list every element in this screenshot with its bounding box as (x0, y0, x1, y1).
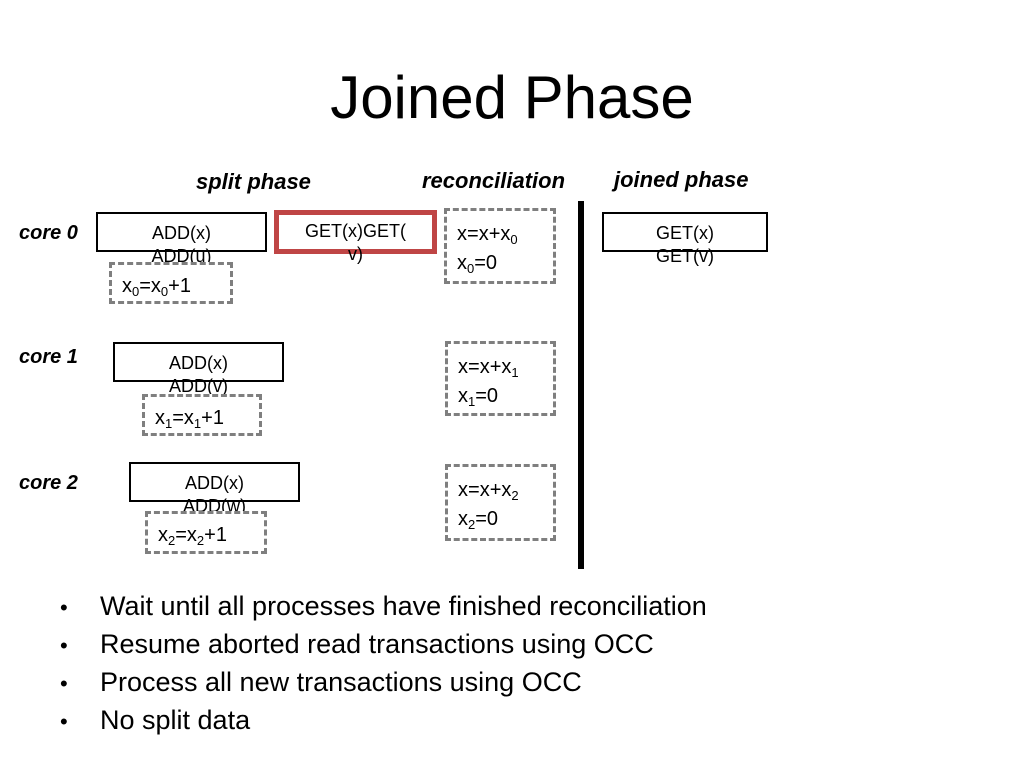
bullet-dot: • (60, 709, 68, 734)
reconciliation-header: reconciliation (422, 168, 566, 193)
core-2-label: core 2 (19, 472, 78, 494)
core-1-reconcile-box: x=x+x1 x1=0 (445, 341, 556, 416)
core-1-increment-box: x1=x1+1 (142, 394, 262, 436)
phase-divider-bar (578, 201, 584, 569)
bullet-dot: • (60, 633, 68, 658)
bullet-item: •Resume aborted read transactions using … (60, 626, 707, 664)
core-0-op-1: ADD(x) (152, 223, 211, 243)
core-2-op-1: ADD(x) (185, 473, 244, 493)
joined-op-1: GET(x) (656, 223, 714, 243)
joined-phase-header: joined phase (614, 167, 749, 192)
bullet-item: •Wait until all processes have finished … (60, 588, 707, 626)
core-2-split-ops-box: ADD(x) ADD(w) (129, 462, 300, 516)
joined-ops-box: GET(x) GET(v) (602, 212, 768, 266)
core-2-increment-box: x2=x2+1 (145, 511, 267, 554)
core-0-aborted-get-box: GET(x)GET( v) (274, 210, 437, 264)
core-0-reconcile-box: x=x+x0 x0=0 (444, 208, 556, 284)
split-phase-header: split phase (196, 169, 311, 194)
core-0-op-2: ADD(u) (151, 246, 212, 266)
core-0-get-ops: GET(x)GET( (305, 221, 406, 241)
core-0-get-ops-wrap: v) (348, 244, 363, 264)
core-1-op-2: ADD(v) (169, 376, 228, 396)
core-0-increment-box: x0=x0+1 (109, 262, 233, 304)
core-1-op-1: ADD(x) (169, 353, 228, 373)
bullet-item: •No split data (60, 702, 707, 740)
slide-title: Joined Phase (330, 64, 694, 131)
core-2-reconcile-box: x=x+x2 x2=0 (445, 464, 556, 541)
core-1-label: core 1 (19, 346, 78, 368)
bullet-list: •Wait until all processes have finished … (60, 588, 707, 740)
core-0-label: core 0 (19, 222, 78, 244)
bullet-dot: • (60, 595, 68, 620)
bullet-dot: • (60, 671, 68, 696)
core-1-split-ops-box: ADD(x) ADD(v) (113, 342, 284, 396)
joined-op-2: GET(v) (656, 246, 714, 266)
bullet-item: •Process all new transactions using OCC (60, 664, 707, 702)
core-0-split-ops-box: ADD(x) ADD(u) (96, 212, 267, 266)
